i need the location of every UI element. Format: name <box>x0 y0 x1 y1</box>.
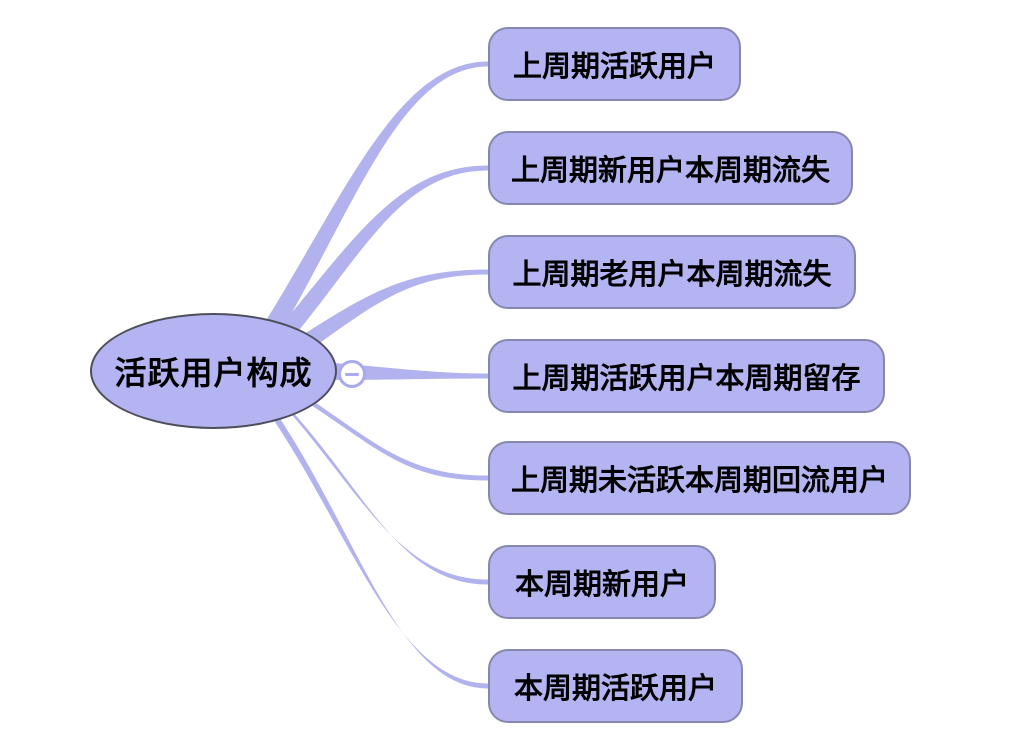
topic-label: 上周期未活跃本周期回流用户 <box>510 465 888 497</box>
collapse-toggle-button[interactable] <box>338 360 366 388</box>
connector-branch-5 <box>295 389 488 481</box>
topic-label: 上周期老用户本周期流失 <box>512 259 832 291</box>
minus-icon <box>345 372 359 376</box>
root-topic-label: 活跃用户构成 <box>114 355 313 391</box>
topic-label: 上周期活跃用户本周期留存 <box>512 363 861 395</box>
topic-node-this-period-new-users[interactable]: 本周期新用户 <box>488 545 716 619</box>
topic-label: 本周期活跃用户 <box>513 673 717 705</box>
topic-node-last-period-new-users-churned[interactable]: 上周期新用户本周期流失 <box>488 131 853 205</box>
topic-label: 上周期新用户本周期流失 <box>510 155 830 187</box>
topic-label: 本周期新用户 <box>514 569 689 601</box>
connector-branch-7 <box>265 407 488 689</box>
topic-node-last-period-active-users[interactable]: 上周期活跃用户 <box>488 27 741 101</box>
topic-node-last-period-active-retained[interactable]: 上周期活跃用户本周期留存 <box>488 339 885 413</box>
connector-branch-6 <box>279 400 488 585</box>
root-topic-node[interactable]: 活跃用户构成 <box>90 313 337 429</box>
topic-node-inactive-returned-users[interactable]: 上周期未活跃本周期回流用户 <box>488 441 911 515</box>
topic-node-last-period-old-users-churned[interactable]: 上周期老用户本周期流失 <box>488 235 856 309</box>
connector-branch-1 <box>262 61 488 337</box>
topic-node-this-period-active-users[interactable]: 本周期活跃用户 <box>488 649 743 723</box>
topic-label: 上周期活跃用户 <box>512 51 716 83</box>
